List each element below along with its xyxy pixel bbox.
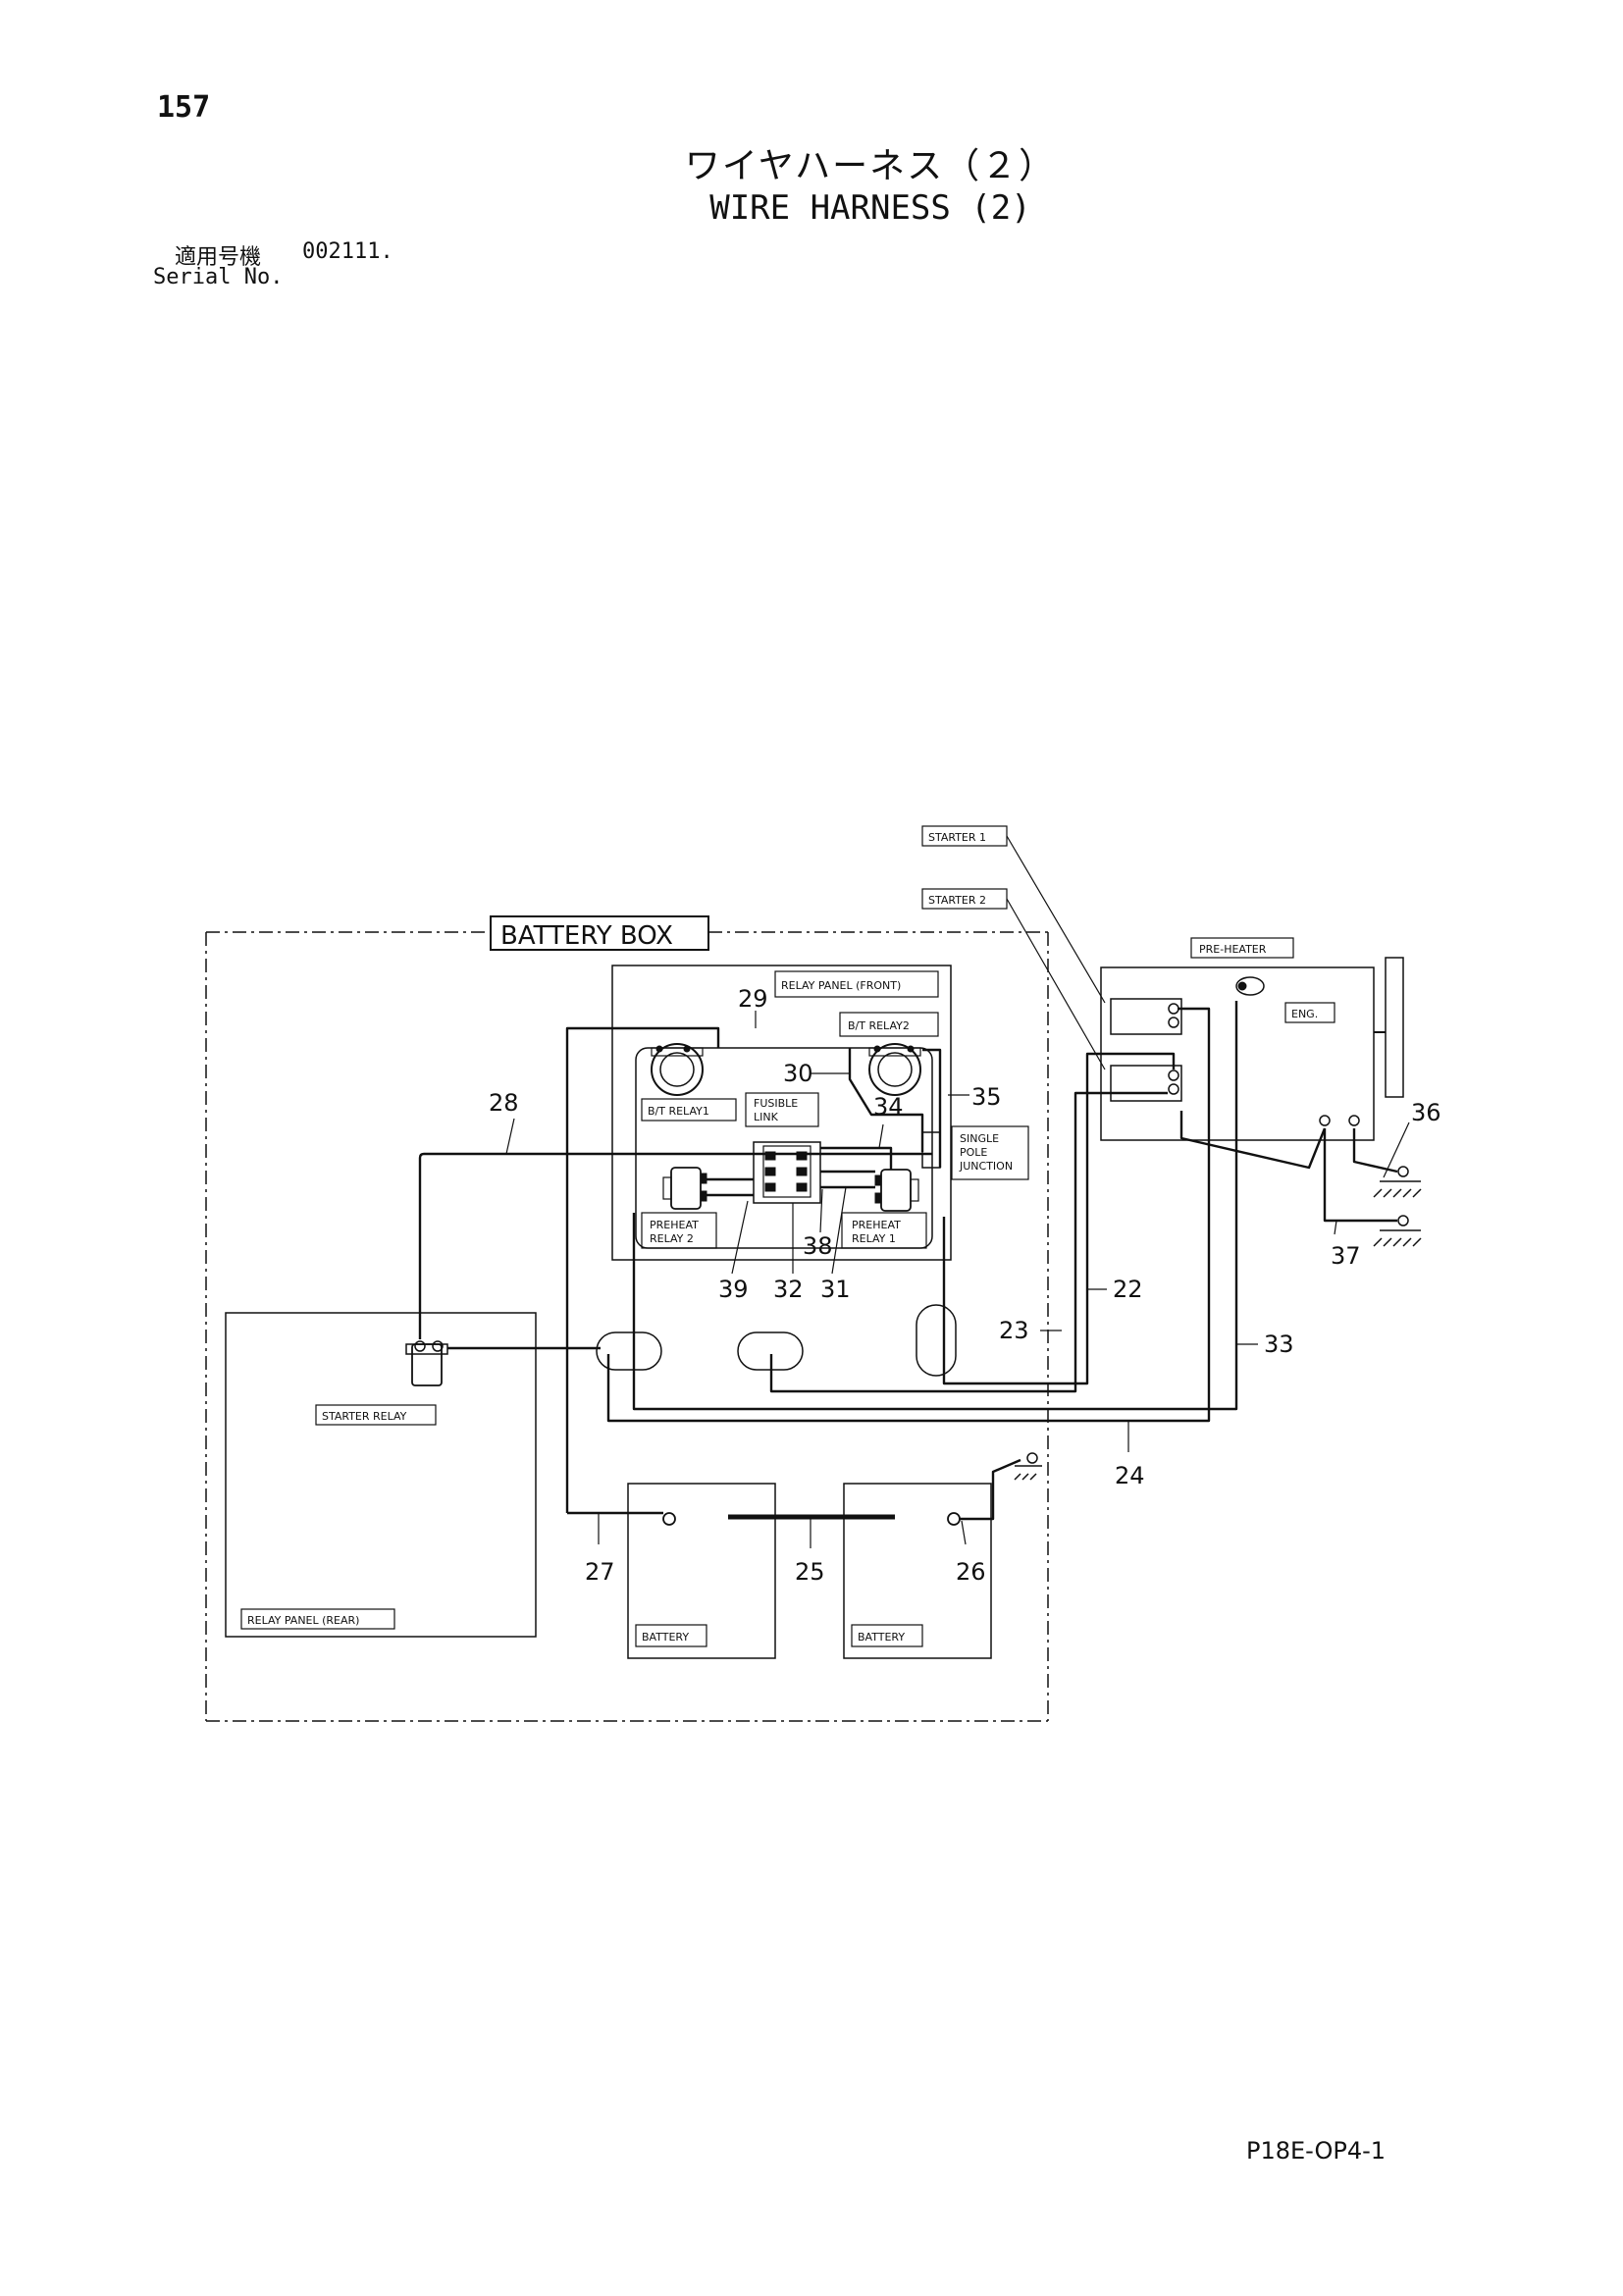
relay-panel-front bbox=[611, 965, 952, 1261]
callout-30: 30 bbox=[783, 1060, 813, 1087]
callout-22: 22 bbox=[1113, 1276, 1143, 1303]
serial-value: 002111. bbox=[302, 239, 393, 264]
callout-33: 33 bbox=[1264, 1331, 1294, 1358]
callout-28: 28 bbox=[489, 1089, 519, 1117]
relay-panel-rear bbox=[225, 1312, 537, 1638]
grommet-1 bbox=[596, 1331, 662, 1371]
fusible-link-block bbox=[753, 1141, 821, 1204]
callout-31: 31 bbox=[820, 1276, 851, 1303]
serial-label-japanese: 適用号機 bbox=[175, 245, 262, 270]
ground-symbol-37 bbox=[1373, 1215, 1422, 1247]
bt-relay1-label: B/T RELAY1 bbox=[648, 1105, 709, 1118]
preheat-relay1-label-2: RELAY 1 bbox=[852, 1232, 896, 1245]
callout-38: 38 bbox=[803, 1232, 833, 1260]
callout-27: 27 bbox=[585, 1558, 615, 1586]
bt-relay1 bbox=[651, 1043, 704, 1096]
battery-left bbox=[627, 1483, 776, 1659]
harness-wires bbox=[418, 1001, 1398, 1521]
callout-25: 25 bbox=[795, 1558, 825, 1586]
callout-leaders bbox=[505, 1011, 1410, 1548]
pre-heater-element bbox=[1235, 976, 1265, 996]
preheat-relay1-label-1: PREHEAT bbox=[852, 1219, 901, 1231]
battery-box-label-frame bbox=[490, 915, 709, 951]
single-pole-label-2: POLE bbox=[960, 1146, 987, 1159]
callout-39: 39 bbox=[718, 1276, 749, 1303]
starter-relay bbox=[405, 1340, 448, 1386]
preheat-relay2-label-2: RELAY 2 bbox=[650, 1232, 694, 1245]
battery-box-label: BATTERY BOX bbox=[500, 921, 673, 951]
pre-heater-label: PRE-HEATER bbox=[1199, 943, 1267, 956]
ground-symbol-36 bbox=[1373, 1166, 1422, 1198]
callout-37: 37 bbox=[1331, 1242, 1361, 1270]
relay-panel-front-label: RELAY PANEL (FRONT) bbox=[781, 979, 901, 992]
relay-mount-plate bbox=[635, 1047, 933, 1249]
ground-symbol-26 bbox=[1014, 1452, 1042, 1481]
preheat-relay2 bbox=[662, 1167, 707, 1210]
relay-panel-rear-label: RELAY PANEL (REAR) bbox=[247, 1614, 359, 1627]
page-number: 157 bbox=[157, 90, 211, 125]
document-code: P18E-OP4-1 bbox=[1246, 2137, 1387, 2165]
bt-relay2-label: B/T RELAY2 bbox=[848, 1019, 910, 1032]
callout-34: 34 bbox=[873, 1093, 904, 1121]
fusible-link-label-1: FUSIBLE bbox=[754, 1097, 798, 1110]
serial-label-english: Serial No. bbox=[153, 265, 284, 289]
battery-right bbox=[843, 1483, 992, 1659]
title-japanese: ワイヤハーネス（２） bbox=[684, 146, 1057, 186]
battery-left-label: BATTERY bbox=[642, 1631, 689, 1644]
callout-32: 32 bbox=[773, 1276, 804, 1303]
starter1-label: STARTER 1 bbox=[928, 831, 986, 844]
title-english: WIRE HARNESS (2) bbox=[709, 188, 1031, 228]
eng-label: ENG. bbox=[1291, 1008, 1318, 1020]
callout-29: 29 bbox=[738, 985, 768, 1013]
fusible-link-label-2: LINK bbox=[754, 1111, 779, 1123]
starter-relay-label: STARTER RELAY bbox=[322, 1410, 407, 1423]
flywheel-housing bbox=[1385, 957, 1404, 1098]
starter2-label: STARTER 2 bbox=[928, 894, 986, 907]
callout-26: 26 bbox=[956, 1558, 986, 1586]
bt-relay2 bbox=[868, 1043, 921, 1096]
grommet-3 bbox=[916, 1304, 957, 1377]
starter1-motor bbox=[1110, 998, 1182, 1035]
preheat-relay1 bbox=[874, 1169, 919, 1212]
callout-35: 35 bbox=[971, 1083, 1002, 1111]
starter2-motor bbox=[1110, 1065, 1182, 1102]
callout-23: 23 bbox=[999, 1317, 1029, 1344]
single-pole-junction bbox=[921, 1131, 941, 1169]
single-pole-label-3: JUNCTION bbox=[959, 1160, 1013, 1173]
battery-box-outline bbox=[205, 931, 1049, 1722]
single-pole-label-1: SINGLE bbox=[960, 1132, 999, 1145]
battery-right-label: BATTERY bbox=[858, 1631, 905, 1644]
preheat-relay2-label-1: PREHEAT bbox=[650, 1219, 699, 1231]
callout-36: 36 bbox=[1411, 1099, 1441, 1126]
callout-24: 24 bbox=[1115, 1462, 1145, 1489]
